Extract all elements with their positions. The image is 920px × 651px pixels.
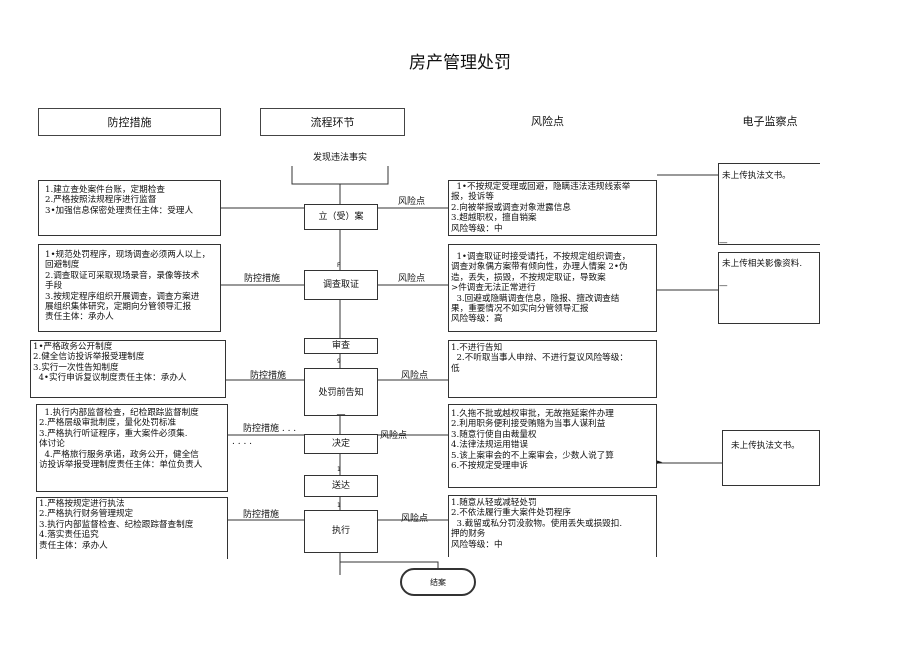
flow-node-notice-dash: — <box>336 410 346 420</box>
header-prevention: 防控措施 <box>38 108 221 136</box>
prevention-label-4: 防控措施 . . . <box>243 424 297 434</box>
flow-mark-one-b: 1 <box>337 502 341 509</box>
header-risk: 风险点 <box>531 115 564 128</box>
risk-label-3: 风险点 <box>401 371 429 381</box>
risk-label-4: 风险点 <box>380 431 408 441</box>
measure-box-3: 1•严格政务公开制度 2.健全信访投诉举报受理制度 3.实行一次性告知制度 4•… <box>30 340 226 398</box>
measure-box-4: 1.执行内部监督检查，纪检跟踪监督制度 2.严格层级审批制度，量化处罚标准 3.… <box>36 404 228 492</box>
monitor-text-2: 未上传相关影像资料. <box>722 259 803 269</box>
monitor-box-2: 未上传相关影像资料. — <box>718 252 820 324</box>
prevention-label-5: 防控措施 <box>243 510 280 520</box>
risk-box-1: 1•不按规定受理或回避，隐瞒违法违规线索举 报，投诉等 2.向被举报或调查对象泄… <box>448 180 657 236</box>
monitor-text-3: 未上传执法文书。 <box>731 441 800 451</box>
measure-box-5: 1.严格按规定进行执法 2.严格执行财务管理规定 3.执行内部监督检查、纪检跟踪… <box>36 497 228 559</box>
monitor-text-1: 未上传执法文书。 <box>722 171 791 181</box>
measure-text-4: 1.执行内部监督检查，纪检跟踪监督制度 2.严格层级审批制度，量化处罚标准 3.… <box>39 408 203 471</box>
risk-label-5: 风险点 <box>401 514 429 524</box>
risk-box-3: 1.不进行告知 2.不听取当事人申辩、不进行复议风险等级： 低 <box>448 340 657 398</box>
risk-text-4: 1.久拖不批或越权审批，无故拖延案件办理 2.利用职务便利接受贿赂为当事人谋利益… <box>451 409 614 472</box>
flow-node-end: 结案 <box>400 568 476 596</box>
page-title: 房产管理处罚 <box>409 53 511 73</box>
risk-text-5: 1.随意从轻或减轻处罚 2.不依法履行重大案件处罚程序 3.截留或私分罚没款物。… <box>451 498 623 550</box>
risk-label-1: 风险点 <box>398 197 426 207</box>
risk-box-5: 1.随意从轻或减轻处罚 2.不依法履行重大案件处罚程序 3.截留或私分罚没款物。… <box>448 495 657 557</box>
flow-node-execute: 执行 <box>304 510 378 553</box>
flow-node-register: 立（受）案 <box>304 204 378 230</box>
measure-box-1: 1.建立查处案件台账，定期检查 2.严格按照法规程序进行监督 3•加强信息保密处… <box>38 180 221 236</box>
flow-node-decide: 决定 <box>304 434 378 454</box>
flow-node-review: 审查 <box>304 338 378 354</box>
flow-node-notice: 处罚前告知 — <box>304 368 378 420</box>
risk-text-1: 1•不按规定受理或回避，隐瞒违法违规线索举 报，投诉等 2.向被举报或调查对象泄… <box>451 182 631 234</box>
measure-text-2: 1•规范处罚程序，现场调查必须两人以上， 回避制度 2.调查取证可采取现场录音，… <box>45 250 211 323</box>
prevention-label-3: 防控措施 <box>250 371 287 381</box>
risk-label-2: 风险点 <box>398 274 426 284</box>
monitor-box-1: 未上传执法文书。 — <box>718 163 820 248</box>
flow-node-notice-label: 处罚前告知 <box>318 388 364 398</box>
measure-text-3: 1•严格政务公开制度 2.健全信访投诉举报受理制度 3.实行一次性告知制度 4•… <box>33 342 187 384</box>
risk-text-3: 1.不进行告知 2.不听取当事人申辩、不进行复议风险等级： 低 <box>451 343 628 374</box>
monitor-box-3: 未上传执法文书。 <box>722 430 820 486</box>
risk-box-2: 1•调查取证时接受请托，不按规定组织调查， 调查对象偶方案带有倾向性，办理人情案… <box>448 244 657 332</box>
header-monitor: 电子监察点 <box>742 115 798 128</box>
risk-box-4: 1.久拖不批或越权审批，无故拖延案件办理 2.利用职务便利接受贿赂为当事人谋利益… <box>448 404 657 488</box>
monitor-dash-1: — <box>719 238 728 248</box>
header-process: 流程环节 <box>260 108 405 136</box>
measure-text-5: 1.严格按规定进行执法 2.严格执行财务管理规定 3.执行内部监督检查、纪检跟踪… <box>39 499 194 551</box>
measure-text-1: 1.建立查处案件台账，定期检查 2.严格按照法规程序进行监督 3•加强信息保密处… <box>45 185 194 216</box>
flow-mark-nine: 9 <box>337 358 341 365</box>
risk-text-2: 1•调查取证时接受请托，不按规定组织调查， 调查对象偶方案带有倾向性，办理人情案… <box>451 252 631 325</box>
flow-mark-one-a: 1 <box>337 466 341 473</box>
flow-node-deliver: 送达 <box>304 475 378 497</box>
monitor-dash-2: — <box>719 281 728 291</box>
arrow-marker: ► <box>657 458 663 466</box>
dots-label-4: . . . . <box>232 437 253 447</box>
flow-start: 发现违法事实 <box>292 150 388 166</box>
flow-node-investigate: 调查取证 <box>304 270 378 300</box>
measure-box-2: 1•规范处罚程序，现场调查必须两人以上， 回避制度 2.调查取证可采取现场录音，… <box>38 244 221 332</box>
prevention-label-2: 防控措施 <box>244 274 281 284</box>
flow-mark-f: F <box>337 262 341 269</box>
